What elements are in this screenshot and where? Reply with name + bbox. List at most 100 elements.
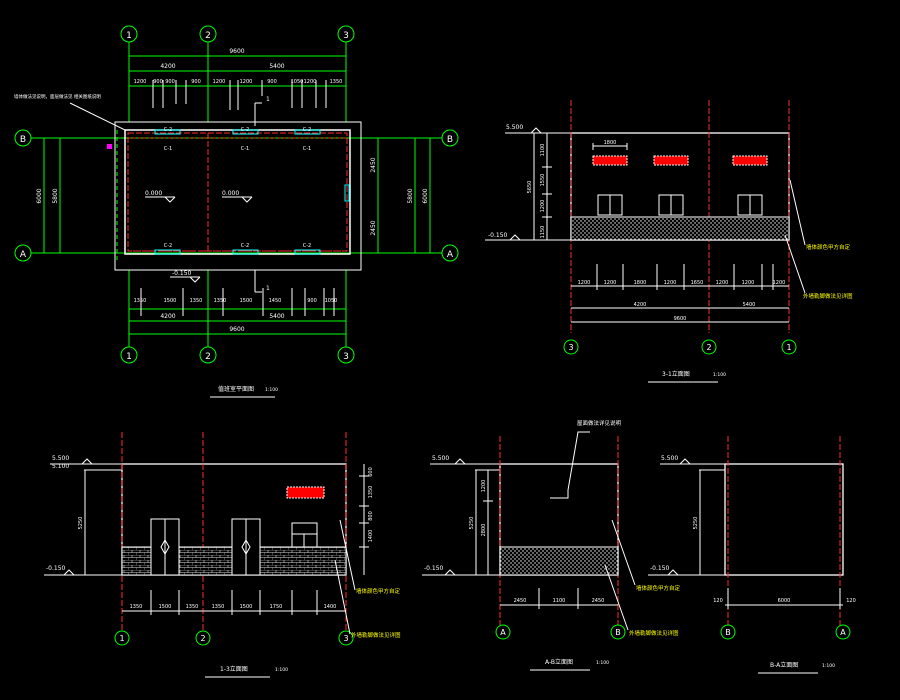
elevAB-level-top: 5.500 xyxy=(430,455,500,465)
elevAB-vertical-dim-2: 2800 xyxy=(481,524,487,537)
note-text: 墙体颜色甲方自定 xyxy=(636,584,681,592)
elev13-level-top: 5.500 5.100 xyxy=(50,455,122,470)
elevBA-level-bottom: -0.150 xyxy=(648,565,725,576)
plan-right-seg-1: 2450 xyxy=(370,157,377,172)
note-text: 墙体颜色甲方自定 xyxy=(356,587,401,595)
plan-inner-wall-line xyxy=(127,132,348,252)
note-text: 外墙勒脚做法见详图 xyxy=(629,629,679,637)
elev13-note-wall: 墙体颜色甲方自定 xyxy=(339,519,401,595)
dim-text: 1200 xyxy=(213,79,226,85)
level-text: 5.500 xyxy=(432,455,449,462)
dim-text: 900 xyxy=(153,79,163,85)
elev31-vertical-total: 5650 xyxy=(527,181,533,194)
elevAB-scale: 1:100 xyxy=(596,660,609,666)
elevAB-base-plinth xyxy=(499,546,619,576)
marker-square xyxy=(107,144,112,149)
plan-slab-outline xyxy=(114,121,362,271)
elev13-grid-3: 3 xyxy=(338,630,354,646)
grid-label: B xyxy=(615,628,621,637)
elev13-door-1 xyxy=(150,518,180,576)
grid-label: B xyxy=(725,628,731,637)
elevBA-scale: 1:100 xyxy=(822,663,835,669)
plan-section-callout-top: 1 xyxy=(254,96,270,126)
elev13-louver xyxy=(286,486,325,499)
dim-text: 1200 xyxy=(134,79,147,85)
elev31-bottom-dim-lines xyxy=(571,264,789,323)
grid-label: B xyxy=(20,135,26,145)
plan-top-total-dim: 9600 xyxy=(229,48,244,55)
grid-label: 3 xyxy=(343,31,349,41)
dim-text: 1050 xyxy=(325,298,338,304)
elev31-louver-dim xyxy=(592,143,628,150)
elev13-grid-1: 1 xyxy=(114,630,130,646)
elevAB-vertical-dim-lines xyxy=(475,469,500,575)
note-text: 墙体颜色甲方自定 xyxy=(806,243,851,251)
plan-top-segments: 1200 900 900 900 1200 1200 900 1050 1200… xyxy=(134,79,343,85)
elev31-bottom-total: 9600 xyxy=(674,316,687,322)
callout-number: 1 xyxy=(266,96,270,103)
elevation-3-1: 5.500 -0.150 5650 1100 1550 1200 1150 xyxy=(485,100,853,383)
dim-text: 1350 xyxy=(134,298,147,304)
grid-label: A xyxy=(20,250,27,260)
plan-bottom-span-right: 5400 xyxy=(269,313,284,320)
plan-left-total-dim: 6000 xyxy=(36,188,43,203)
elev31-louver-width: 1800 xyxy=(604,140,617,146)
grid-label: B xyxy=(447,135,453,145)
louver xyxy=(653,155,689,166)
plan-level-room2: 0.000 xyxy=(222,190,253,203)
dim-text: 1100 xyxy=(553,598,566,604)
dim-text: 1500 xyxy=(159,604,172,610)
elev13-window xyxy=(291,522,318,548)
dim-text: 6000 xyxy=(778,598,791,604)
window-c1 xyxy=(294,249,321,255)
plan-note-left: 墙体做法见说明，面层做法见 相关图纸说明 xyxy=(14,93,126,131)
dim-text: 1400 xyxy=(324,604,337,610)
plan-side-dimension-lines xyxy=(43,138,431,253)
grid-label: 3 xyxy=(343,634,348,643)
elevBA-level-top: 5.500 xyxy=(660,455,725,465)
dim-text: 120 xyxy=(713,598,723,604)
level-text: 0.000 xyxy=(222,190,239,197)
elev31-bottom-span-left: 4200 xyxy=(634,302,647,308)
elev31-scale: 1:100 xyxy=(713,372,726,378)
dim-text: 1100 xyxy=(540,144,546,157)
plan-bottom-segments: 1350 1500 1350 1350 1500 1450 900 1050 xyxy=(134,298,338,304)
dim-text: 1050 xyxy=(291,79,304,85)
grid-label: 1 xyxy=(126,352,132,362)
louver xyxy=(732,155,768,166)
grid-label: 1 xyxy=(126,31,132,41)
level-text: -0.150 xyxy=(488,232,508,239)
louver xyxy=(592,155,628,166)
window-tag: C-2 xyxy=(241,127,249,133)
window-c2 xyxy=(154,129,181,135)
level-text: -0.150 xyxy=(424,565,444,572)
elev31-windows xyxy=(597,194,763,216)
dim-text: 1200 xyxy=(773,280,786,286)
window-tag: C-2 xyxy=(303,127,311,133)
dim-text: 1350 xyxy=(330,79,343,85)
plan-bottom-span-left: 4200 xyxy=(160,313,175,320)
elev13-note-base: 外墙勒脚做法见详图 xyxy=(334,559,401,639)
elevAB-grid-B: B xyxy=(610,624,626,640)
elev13-bottom-segments: 1350 1500 1350 1350 1500 1750 1400 xyxy=(130,604,337,610)
elev31-grid-3: 3 xyxy=(563,339,579,355)
level-text: -0.150 xyxy=(650,565,670,572)
grid-label: 1 xyxy=(119,634,124,643)
window-tag: C-2 xyxy=(241,243,249,249)
window-c2 xyxy=(232,129,259,135)
plan-top-ticks xyxy=(140,80,335,316)
elevAB-vertical-total: 5250 xyxy=(469,517,475,530)
elevAB-note-wall: 墙体颜色甲方自定 xyxy=(611,519,681,592)
elev31-grid-1: 1 xyxy=(781,339,797,355)
dim-text: 900 xyxy=(191,79,201,85)
dim-text: 1200 xyxy=(540,200,546,213)
dim-text: 2450 xyxy=(592,598,605,604)
grid-label: 1 xyxy=(786,343,791,352)
dim-text: 600 xyxy=(368,467,374,477)
plan-window-labels: C-2 C-2 C-2 C-1 C-1 C-1 C-2 C-2 C-2 xyxy=(164,127,311,249)
elev31-base-plinth xyxy=(570,216,790,241)
dim-text: 900 xyxy=(307,298,317,304)
dim-text: 2450 xyxy=(514,598,527,604)
